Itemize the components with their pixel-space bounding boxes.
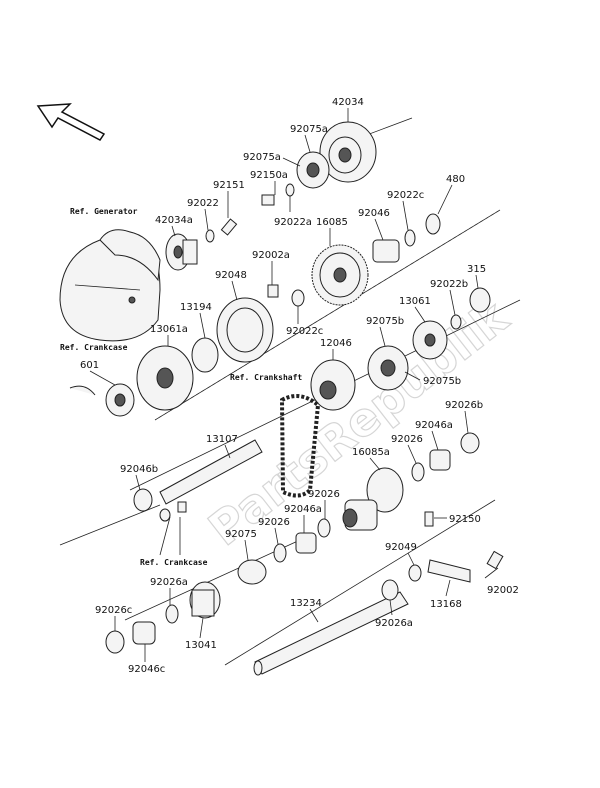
label-92075a-top: 92075a	[290, 124, 328, 135]
bearing-92046c	[132, 621, 156, 645]
label-92046a-right: 92046a	[415, 420, 453, 431]
label-42034a: 42034a	[155, 215, 193, 226]
damper-92075b	[367, 345, 409, 391]
washer-92022b	[450, 314, 462, 330]
washer-92026-right	[411, 462, 425, 482]
clip	[69, 385, 96, 396]
label-92049: 92049	[385, 542, 417, 553]
bearing-13194	[191, 337, 219, 373]
collar-92022c-mid	[291, 289, 305, 307]
gear-42034a	[165, 233, 198, 271]
label-92002a: 92002a	[252, 250, 290, 261]
collar-92022c	[404, 229, 416, 247]
sprocket-12046	[310, 359, 356, 411]
ref-crankcase-bottom-label: Ref. Crankcase	[140, 558, 208, 567]
label-42034: 42034	[332, 97, 364, 108]
lever-13168	[427, 559, 471, 583]
bolt-92002a	[267, 284, 279, 298]
washer-92026c	[105, 630, 125, 654]
label-480: 480	[446, 174, 465, 185]
washer-92026a-left	[165, 604, 179, 624]
label-92046b: 92046b	[120, 464, 158, 475]
label-92150a: 92150a	[250, 170, 288, 181]
label-92046c: 92046c	[128, 664, 165, 675]
label-92075: 92075	[225, 529, 257, 540]
washer-92026-mid	[317, 518, 331, 538]
bolt-92151	[220, 218, 238, 236]
washer-92026a-bot	[381, 579, 399, 601]
label-92151: 92151	[213, 180, 245, 191]
label-92026-right: 92026	[391, 434, 423, 445]
sleeve-13041	[189, 581, 221, 619]
label-92026a-bot: 92026a	[375, 618, 413, 629]
washer	[159, 508, 171, 522]
bearing-92046	[372, 239, 400, 263]
label-92026-mid: 92026	[308, 489, 340, 500]
washer-92049	[408, 564, 422, 582]
washer-92022a	[285, 183, 295, 197]
seal-92046b	[133, 488, 153, 512]
ref-crankcase-top-label: Ref. Crankcase	[60, 343, 128, 352]
label-92026-left: 92026	[258, 517, 290, 528]
label-92026c: 92026c	[95, 605, 132, 616]
shaft-13234	[253, 591, 409, 676]
label-13168: 13168	[430, 599, 462, 610]
generator-cover	[59, 229, 161, 342]
damper-92075	[237, 559, 267, 585]
label-13061: 13061	[399, 296, 431, 307]
label-13107: 13107	[206, 434, 238, 445]
label-92075b-top: 92075b	[366, 316, 404, 327]
label-92046-top: 92046	[358, 208, 390, 219]
label-92022c-mid: 92022c	[286, 326, 323, 337]
label-13041: 13041	[185, 640, 217, 651]
leader-lines	[89, 108, 499, 662]
bolt-92002	[486, 550, 504, 570]
label-92026b: 92026b	[445, 400, 483, 411]
bolt-92150a	[261, 194, 275, 206]
bearing-601	[105, 383, 135, 417]
chain	[279, 394, 321, 498]
label-12046: 12046	[320, 338, 352, 349]
label-13061a: 13061a	[150, 324, 188, 335]
label-92046a-mid: 92046a	[284, 504, 322, 515]
label-315: 315	[467, 264, 486, 275]
bearing-92046a-mid	[295, 532, 317, 554]
ref-generator-label: Ref. Generator	[70, 207, 138, 216]
clutch-92075a	[296, 151, 330, 189]
label-601: 601	[80, 360, 99, 371]
nut-315	[469, 287, 491, 313]
label-92002: 92002	[487, 585, 519, 596]
shaft-13107	[159, 439, 263, 505]
washer-92026-left	[273, 543, 287, 563]
seal-92026b	[460, 432, 480, 454]
front-arrow-icon	[36, 103, 106, 141]
label-13194: 13194	[180, 302, 212, 313]
label-92150: 92150	[449, 514, 481, 525]
washer-92022	[205, 229, 215, 243]
label-92026a-left: 92026a	[150, 577, 188, 588]
gear-42034	[319, 121, 377, 183]
label-92075a-left: 92075a	[243, 152, 281, 163]
label-92048: 92048	[215, 270, 247, 281]
label-13234: 13234	[290, 598, 322, 609]
plate-92048	[216, 297, 274, 363]
label-92022a: 92022a	[274, 217, 312, 228]
bearing-92046a-right	[429, 449, 451, 471]
bolt	[177, 501, 187, 513]
label-92022c-top: 92022c	[387, 190, 424, 201]
label-92075b-bot: 92075b	[423, 376, 461, 387]
ref-crankshaft-label: Ref. Crankshaft	[230, 373, 302, 382]
label-92022: 92022	[187, 198, 219, 209]
hub-13061a	[136, 345, 194, 411]
label-16085: 16085	[316, 217, 348, 228]
label-16085a: 16085a	[352, 447, 390, 458]
label-92022b: 92022b	[430, 279, 468, 290]
gear-16085	[311, 244, 369, 306]
bolt-92150	[424, 511, 434, 527]
damper-13061	[412, 320, 448, 360]
gear-16085a	[342, 467, 404, 531]
ring-480	[425, 213, 441, 235]
